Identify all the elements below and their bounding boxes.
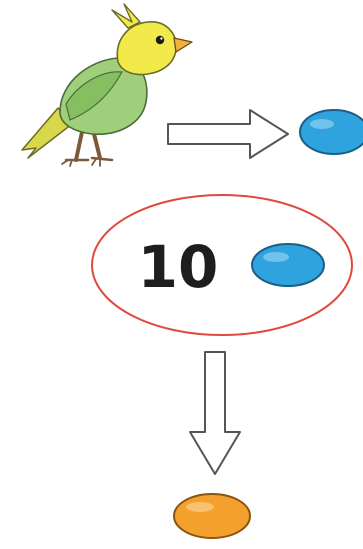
arrow-down-icon bbox=[189, 351, 241, 475]
orange-egg-icon bbox=[173, 493, 251, 539]
egg-group: 10 bbox=[91, 194, 353, 336]
bird-icon bbox=[21, 3, 193, 167]
egg-count-label: 10 bbox=[138, 233, 219, 301]
blue-egg-icon bbox=[299, 109, 363, 155]
group-outline bbox=[91, 194, 353, 336]
arrow-right-icon bbox=[167, 109, 289, 159]
blue-egg-icon bbox=[251, 243, 325, 287]
